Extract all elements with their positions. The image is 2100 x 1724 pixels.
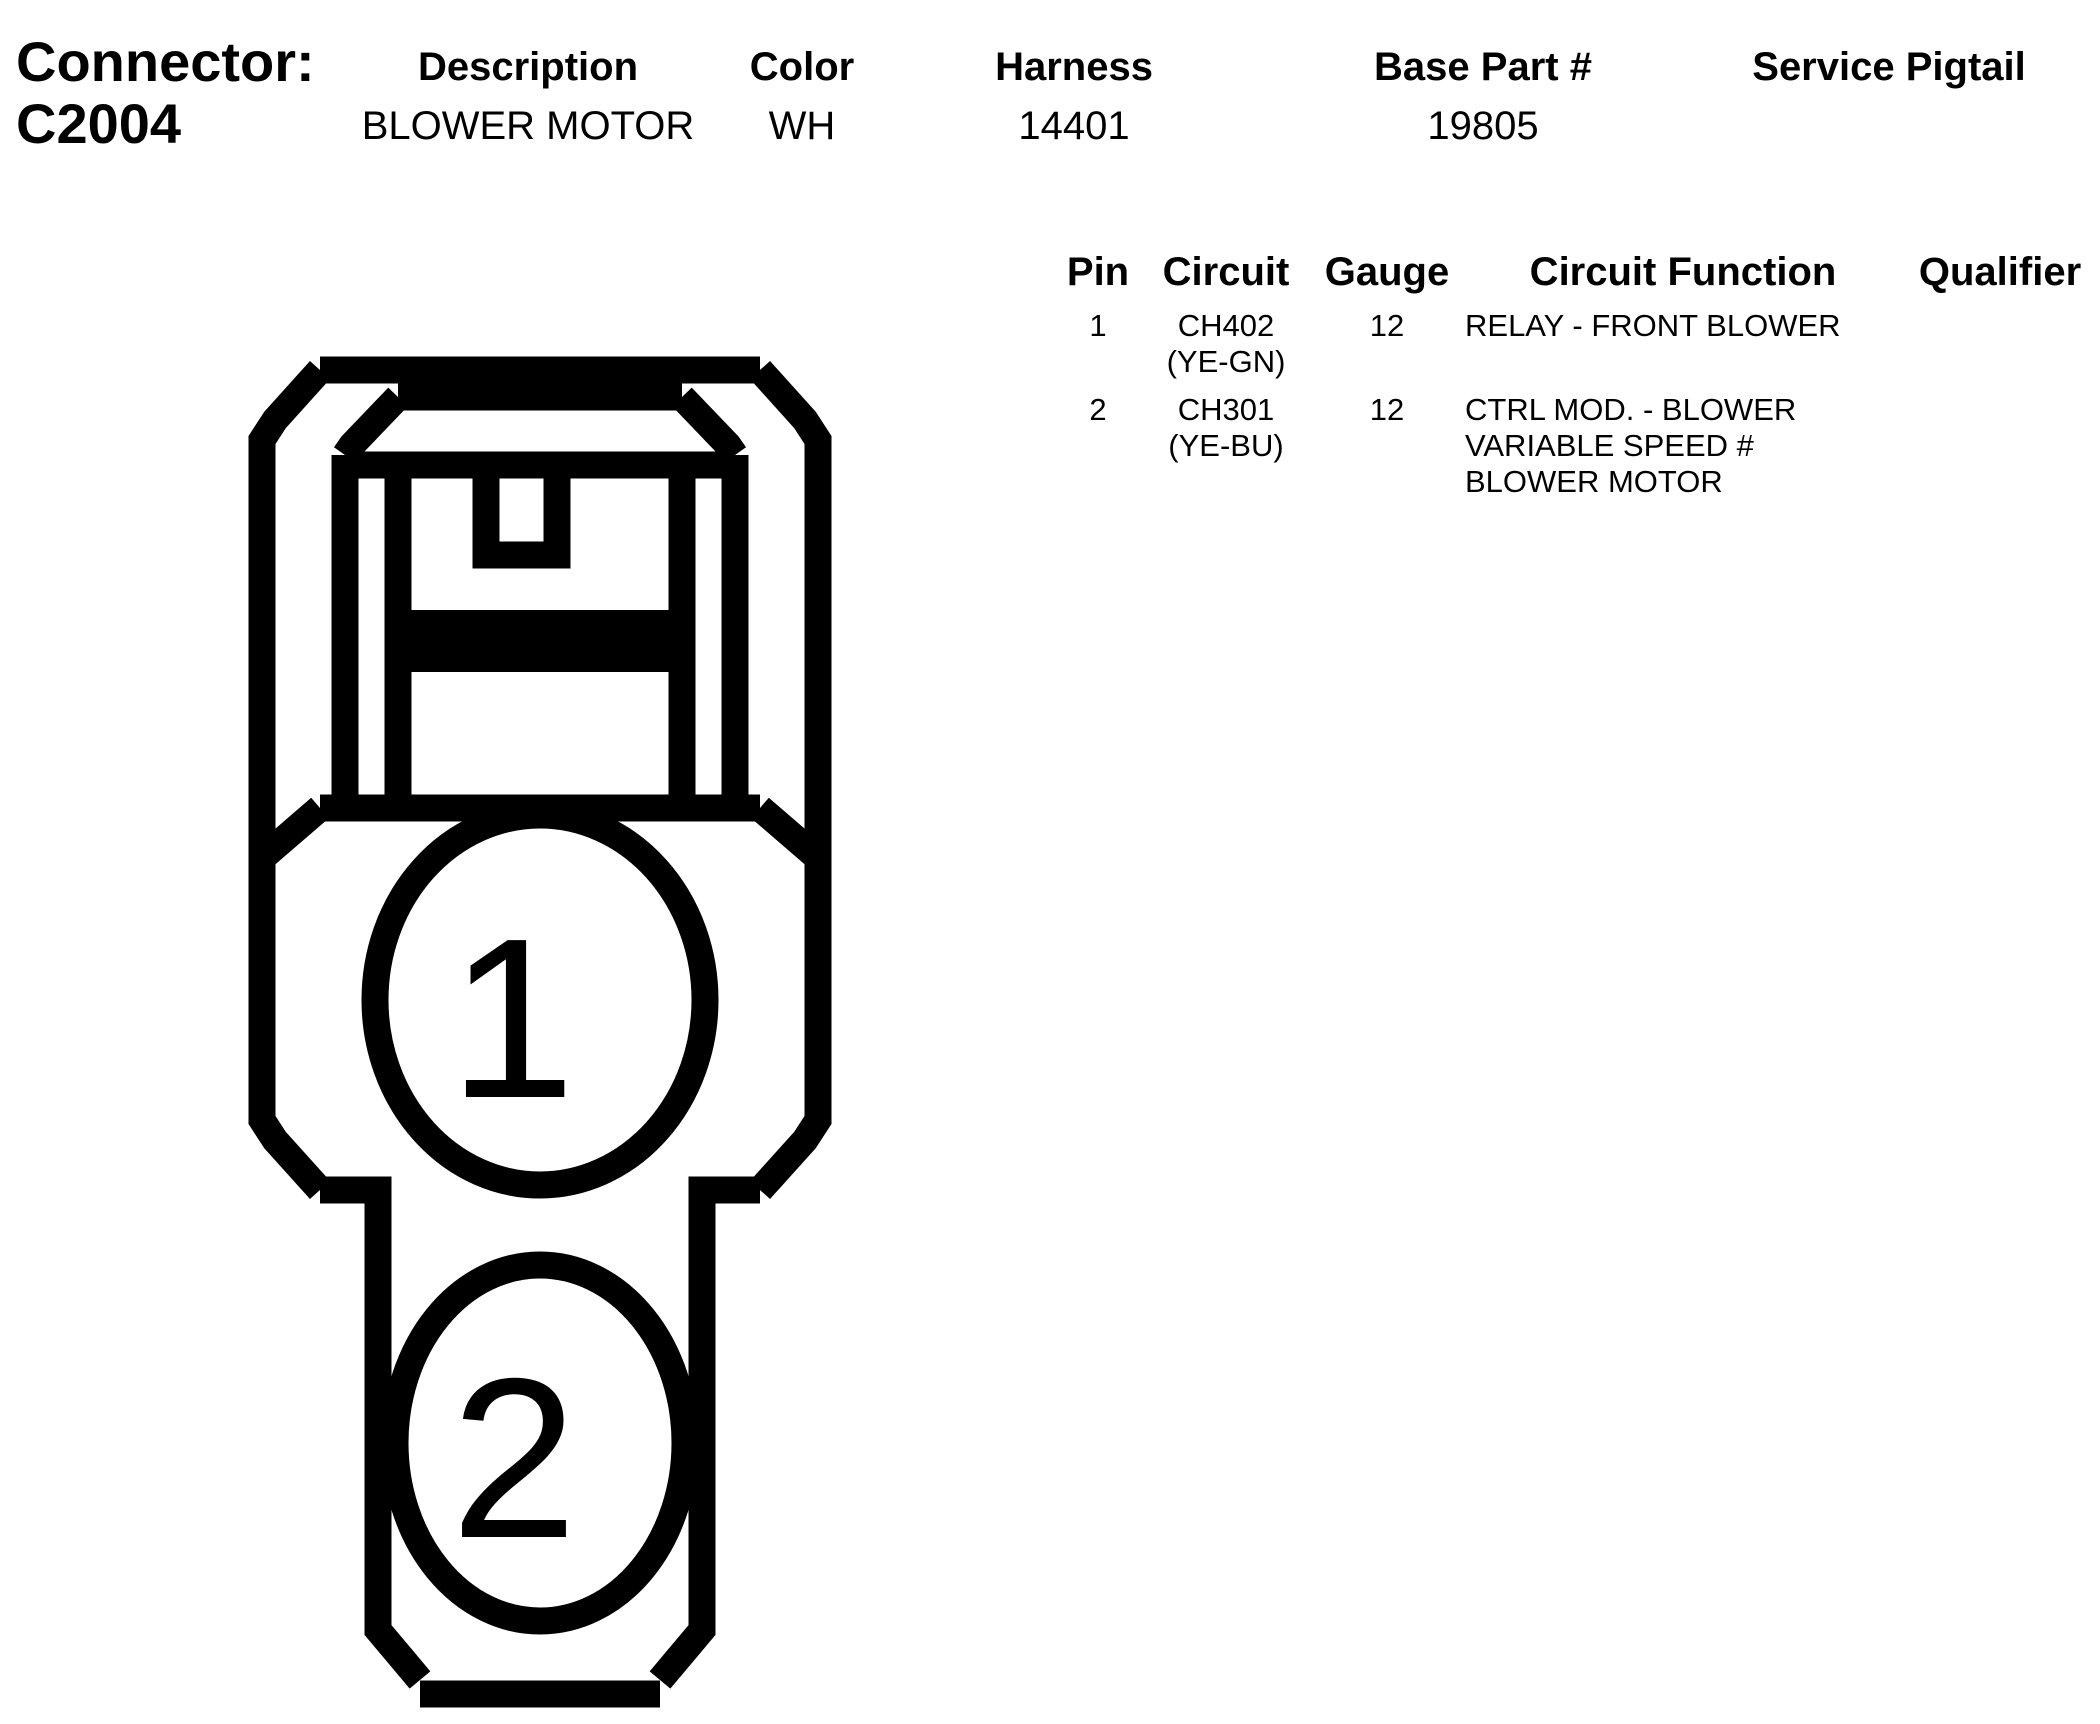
- table-row-1-function: RELAY - FRONT BLOWER: [1465, 308, 1841, 344]
- pin-1-cavity: [361, 801, 719, 1199]
- table-header-circuit-function: Circuit Function: [1529, 250, 1837, 294]
- header-description: Description: [417, 45, 639, 89]
- table-header-qualifier: Qualifier: [1918, 250, 2082, 294]
- table-row-2-function: CTRL MOD. - BLOWER VARIABLE SPEED # BLOW…: [1465, 392, 1796, 500]
- latch-top-left: [333, 387, 408, 463]
- skirt-left: [253, 797, 329, 869]
- table-row-2-circuit-id: CH301: [1177, 392, 1275, 427]
- neck-left: [320, 1176, 431, 1689]
- table-row-1-function-line: RELAY - FRONT BLOWER: [1465, 308, 1841, 343]
- table-row-1-circuit-id: CH402: [1177, 308, 1275, 343]
- table-row-1-circuit: CH402 (YE-GN): [1167, 308, 1286, 380]
- table-header-gauge: Gauge: [1324, 250, 1450, 294]
- pin-2-cavity: [381, 1251, 699, 1635]
- table-row-2-gauge: 12: [1369, 392, 1405, 427]
- table-row-2-pin: 2: [1089, 392, 1107, 427]
- header-base-part: Base Part #: [1374, 45, 1592, 89]
- value-color: WH: [768, 104, 836, 148]
- value-description: BLOWER MOTOR: [361, 104, 695, 148]
- latch-solid-bar: [398, 610, 682, 672]
- header-harness: Harness: [995, 45, 1153, 89]
- table-row-2-function-line-2: VARIABLE SPEED #: [1465, 428, 1754, 463]
- pin-1-label: 1: [449, 892, 576, 1146]
- table-header-circuit: Circuit: [1162, 250, 1290, 294]
- neck-right: [649, 1176, 760, 1689]
- table-row-1-pin: 1: [1089, 308, 1107, 343]
- table-row-2-circuit: CH301 (YE-BU): [1168, 392, 1283, 464]
- connector-id: C2004: [16, 92, 182, 155]
- pin-2-label: 2: [451, 1332, 578, 1586]
- table-row-2-wire-color: (YE-BU): [1168, 428, 1284, 463]
- latch-slot: [472, 475, 571, 569]
- connector-label: Connector:: [16, 30, 315, 93]
- value-base-part: 19805: [1427, 104, 1539, 148]
- header-color: Color: [749, 45, 855, 89]
- table-header-pin: Pin: [1066, 250, 1130, 294]
- housing-outline: [248, 360, 331, 1200]
- header-service-pigtail: Service Pigtail: [1752, 45, 2026, 89]
- housing-outline-right: [749, 360, 832, 1200]
- table-row-2-function-line-1: CTRL MOD. - BLOWER: [1465, 392, 1797, 427]
- skirt-right: [751, 797, 827, 869]
- table-row-1-gauge: 12: [1369, 308, 1405, 343]
- table-row-1-wire-color: (YE-GN): [1166, 344, 1286, 379]
- latch-top-right: [672, 387, 747, 463]
- value-harness: 14401: [1018, 104, 1130, 148]
- table-row-2-function-line-3: BLOWER MOTOR: [1465, 464, 1723, 499]
